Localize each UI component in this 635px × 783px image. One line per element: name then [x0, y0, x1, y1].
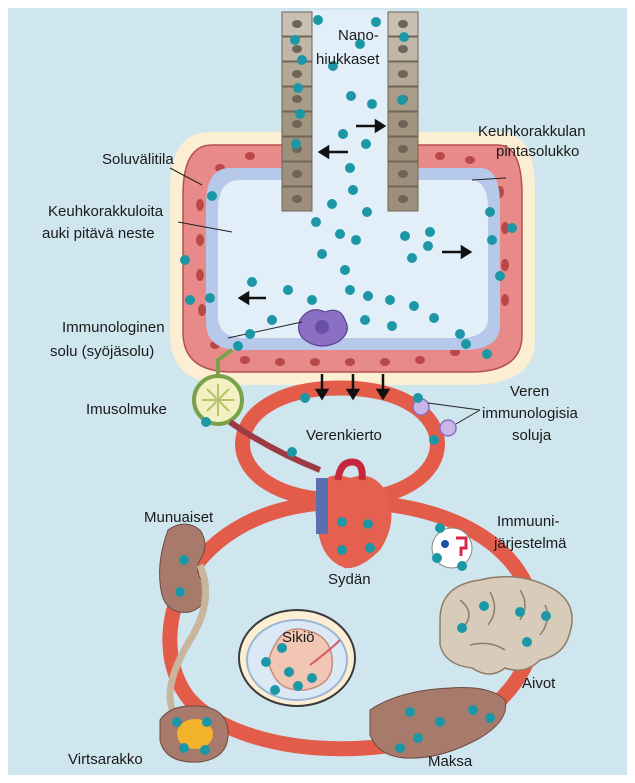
label-soluvalitila: Soluvälitila — [102, 151, 174, 168]
label-neste-line1: Keuhkorakkuloita — [48, 203, 164, 220]
label-veren-line2: immunologisia — [482, 405, 579, 422]
heart-vena-cava — [316, 478, 328, 534]
label-munuaiset: Munuaiset — [144, 509, 214, 526]
blood-immune-cell — [440, 420, 456, 436]
label-sikio: Sikiö — [282, 629, 315, 646]
macrophage-nucleus — [315, 320, 329, 334]
label-maksa: Maksa — [428, 753, 473, 770]
label-virtsarakko: Virtsarakko — [68, 751, 143, 768]
immune-antibody-icon — [441, 540, 449, 548]
label-aivot: Aivot — [522, 675, 556, 692]
label-nano-line1: Nano- — [338, 27, 379, 44]
label-sydan: Sydän — [328, 571, 371, 588]
label-immuuni-line2: järjestelmä — [493, 535, 567, 552]
label-nano-line2: hiukkaset — [316, 51, 380, 68]
label-imusolmuke: Imusolmuke — [86, 401, 167, 418]
label-verenkierto: Verenkierto — [306, 427, 382, 444]
alveolar-air-space — [218, 180, 488, 338]
label-pintasolukko-line1: Keuhkorakkulan — [478, 123, 586, 140]
label-veren-line3: soluja — [512, 427, 552, 444]
label-immuuni-line1: Immuuni- — [497, 513, 560, 530]
label-veren-line1: Veren — [510, 383, 549, 400]
label-neste-line2: auki pitävä neste — [42, 225, 155, 242]
label-pintasolukko-line2: pintasolukko — [496, 143, 579, 160]
label-immuno-line1: Immunologinen — [62, 319, 165, 336]
label-immuno-line2: solu (syöjäsolu) — [50, 343, 154, 360]
